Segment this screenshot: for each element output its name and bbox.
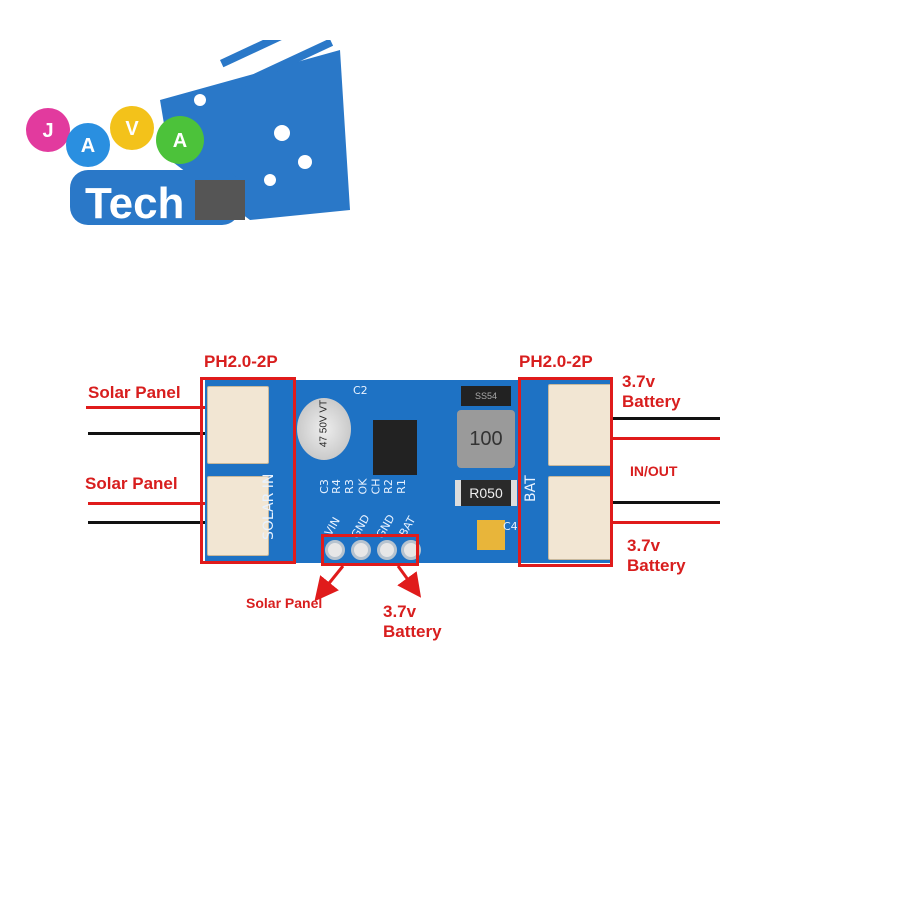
solar-panel-label-1: Solar Panel [88, 383, 181, 402]
red-wire [610, 437, 720, 440]
arrow-battery [396, 565, 422, 598]
silk-c4: C4 [503, 520, 518, 533]
black-wire [88, 432, 206, 435]
red-wire [610, 521, 720, 524]
pin-header-highlight [321, 534, 419, 566]
java-tech-logo: Tech J A V A [20, 13, 350, 240]
header-pin-gnd [377, 540, 397, 560]
battery-top-label: 3.7v Battery [622, 372, 681, 411]
logo-word: Tech [85, 179, 184, 228]
header-pin-vin [325, 540, 345, 560]
svg-text:A: A [173, 130, 187, 152]
header-pin-gnd [351, 540, 371, 560]
black-wire [610, 501, 720, 504]
arrow-solar [314, 565, 345, 602]
electrolytic-capacitor [297, 398, 351, 460]
svg-text:A: A [81, 135, 95, 157]
inductor-label: 100 [469, 428, 503, 450]
connector-solar-1 [207, 386, 269, 464]
silk-c2: C2 [353, 384, 368, 397]
red-wire [88, 502, 206, 505]
in-out-label: IN/OUT [630, 463, 678, 479]
header-battery-label: 3.7v Battery [383, 602, 442, 641]
right-connector-highlight [518, 377, 613, 567]
pcb-board: SOLAR IN BAT 47 50V VT 100 SS54 R050 VIN… [205, 380, 612, 563]
left-connector-highlight [200, 377, 296, 564]
black-wire [610, 417, 720, 420]
diode: SS54 [461, 386, 511, 406]
inductor [457, 410, 515, 468]
ic-chip [373, 420, 417, 475]
connector-solar-2 [207, 476, 269, 556]
tantalum-capacitor [477, 520, 505, 550]
svg-text:V: V [125, 118, 139, 140]
left-connector-label: PH2.0-2P [204, 352, 278, 371]
black-wire [88, 521, 206, 524]
shunt-resistor: R050 [455, 480, 517, 506]
header-solar-label: Solar Panel [246, 595, 323, 611]
connector-battery-1 [548, 384, 612, 466]
right-connector-label: PH2.0-2P [519, 352, 593, 371]
red-wire [86, 406, 206, 409]
battery-bottom-label: 3.7v Battery [627, 536, 686, 575]
svg-text:J: J [42, 120, 53, 142]
solar-panel-label-2: Solar Panel [85, 474, 178, 493]
